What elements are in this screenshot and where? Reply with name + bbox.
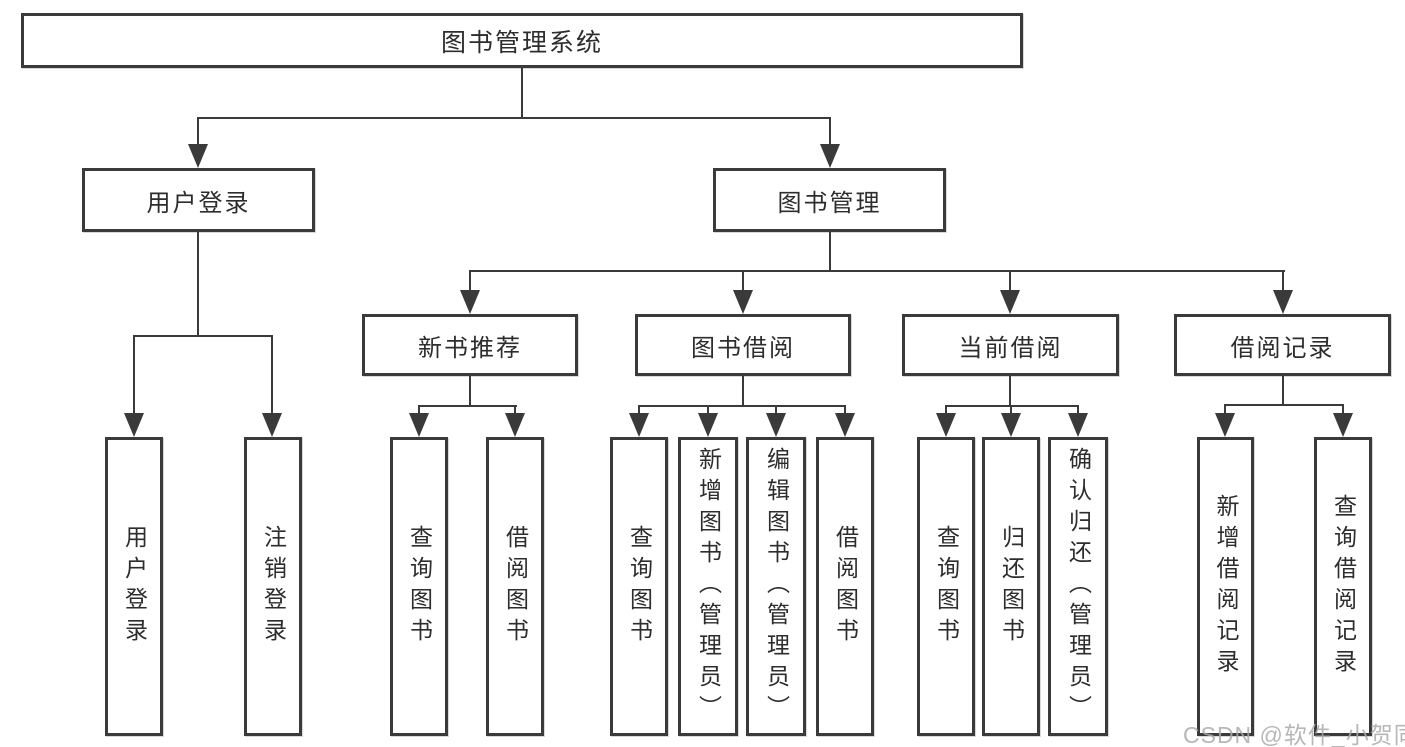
arrow-down-icon bbox=[505, 413, 525, 437]
leaf-records-add-record-label: 新增借阅记录 bbox=[1213, 493, 1239, 680]
leaf-user-login-label: 用户登录 bbox=[121, 524, 148, 649]
connector-line bbox=[1009, 376, 1011, 407]
arrow-down-icon bbox=[698, 413, 718, 437]
connector-line bbox=[1282, 270, 1284, 292]
node-current-borrowing-label: 当前借阅 bbox=[958, 334, 1063, 362]
connector-line bbox=[844, 405, 846, 417]
leaf-current-query-books-label: 查询图书 bbox=[933, 524, 960, 649]
arrow-down-icon bbox=[262, 413, 282, 437]
node-new-book-recommendation-label: 新书推荐 bbox=[418, 334, 522, 362]
node-book-borrowing: 图书借阅 bbox=[635, 314, 851, 376]
connector-line bbox=[1077, 405, 1079, 417]
leaf-logout-label: 注销登录 bbox=[260, 524, 287, 649]
arrow-down-icon bbox=[1273, 290, 1293, 314]
connector-line bbox=[418, 405, 517, 407]
connector-line bbox=[829, 232, 831, 272]
leaf-logout: 注销登录 bbox=[244, 437, 302, 736]
connector-line bbox=[271, 335, 273, 415]
leaf-borrow-edit-books-admin-label: 编辑图书（管理员） bbox=[763, 447, 790, 726]
leaf-borrow-edit-books-admin: 编辑图书（管理员） bbox=[746, 437, 806, 736]
leaf-current-query-books: 查询图书 bbox=[917, 437, 975, 736]
arrow-down-icon bbox=[124, 413, 144, 437]
connector-line bbox=[521, 68, 523, 119]
leaf-current-confirm-return-admin: 确认归还（管理员） bbox=[1048, 437, 1108, 736]
connector-line bbox=[742, 376, 744, 407]
connector-line bbox=[197, 232, 199, 337]
connector-line bbox=[1009, 270, 1011, 292]
arrow-down-icon bbox=[1068, 413, 1088, 437]
leaf-current-return-books-label: 归还图书 bbox=[998, 524, 1025, 649]
arrow-down-icon bbox=[835, 413, 855, 437]
node-borrowing-records-label: 借阅记录 bbox=[1230, 334, 1335, 362]
connector-line bbox=[133, 335, 273, 337]
connector-line bbox=[707, 405, 709, 417]
leaf-records-query-record-label: 查询借阅记录 bbox=[1330, 493, 1357, 680]
node-current-borrowing: 当前借阅 bbox=[902, 314, 1119, 376]
leaf-borrow-query-books-label: 查询图书 bbox=[626, 524, 653, 649]
connector-line bbox=[469, 270, 1285, 272]
connector-line bbox=[775, 405, 777, 417]
node-new-book-recommendation: 新书推荐 bbox=[362, 314, 578, 376]
leaf-records-query-record: 查询借阅记录 bbox=[1314, 437, 1372, 736]
arrow-down-icon bbox=[766, 413, 786, 437]
leaf-newbooks-query-books: 查询图书 bbox=[390, 437, 448, 736]
connector-line bbox=[742, 270, 744, 292]
leaf-newbooks-borrow-books-label: 借阅图书 bbox=[502, 524, 529, 649]
connector-line bbox=[1224, 404, 1226, 417]
arrow-down-icon bbox=[733, 290, 753, 314]
arrow-down-icon bbox=[936, 413, 956, 437]
connector-line bbox=[1342, 404, 1344, 417]
arrow-down-icon bbox=[409, 413, 429, 437]
connector-line bbox=[829, 117, 831, 150]
connector-line bbox=[197, 117, 831, 119]
connector-line bbox=[133, 335, 135, 415]
node-user-login: 用户登录 bbox=[82, 168, 315, 232]
arrow-down-icon bbox=[629, 413, 649, 437]
connector-line bbox=[469, 270, 471, 292]
watermark: CSDN @软件_小贺同学 bbox=[1183, 722, 1405, 747]
node-borrowing-records: 借阅记录 bbox=[1174, 314, 1391, 376]
leaf-current-confirm-return-admin-label: 确认归还（管理员） bbox=[1065, 447, 1092, 726]
leaf-borrow-add-books-admin: 新增图书（管理员） bbox=[678, 437, 738, 736]
leaf-borrow-add-books-admin-label: 新增图书（管理员） bbox=[695, 447, 722, 726]
leaf-current-return-books: 归还图书 bbox=[982, 437, 1040, 736]
node-book-management: 图书管理 bbox=[713, 168, 946, 232]
arrow-down-icon bbox=[1333, 413, 1353, 437]
connector-line bbox=[638, 405, 640, 417]
leaf-records-add-record: 新增借阅记录 bbox=[1197, 437, 1254, 736]
leaf-newbooks-borrow-books: 借阅图书 bbox=[486, 437, 544, 736]
connector-line bbox=[1224, 404, 1344, 406]
node-book-borrowing-label: 图书借阅 bbox=[691, 334, 795, 362]
node-library-system: 图书管理系统 bbox=[21, 13, 1023, 68]
connector-line bbox=[469, 376, 471, 407]
arrow-down-icon bbox=[460, 290, 480, 314]
arrow-down-icon bbox=[1000, 290, 1020, 314]
leaf-user-login: 用户登录 bbox=[105, 437, 163, 736]
connector-line bbox=[418, 405, 420, 417]
arrow-down-icon bbox=[188, 144, 208, 168]
connector-line bbox=[1282, 376, 1284, 406]
arrow-down-icon bbox=[820, 144, 840, 168]
node-user-login-label: 用户登录 bbox=[146, 189, 251, 217]
node-book-management-label: 图书管理 bbox=[777, 189, 882, 217]
leaf-newbooks-query-books-label: 查询图书 bbox=[406, 524, 433, 649]
connector-line bbox=[638, 405, 846, 407]
leaf-borrow-query-books: 查询图书 bbox=[610, 437, 668, 736]
connector-line bbox=[945, 405, 947, 417]
arrow-down-icon bbox=[1001, 413, 1021, 437]
leaf-borrow-borrow-books-label: 借阅图书 bbox=[832, 524, 859, 649]
connector-line bbox=[197, 117, 199, 150]
connector-line bbox=[945, 405, 1079, 407]
connector-line bbox=[514, 405, 516, 417]
leaf-borrow-borrow-books: 借阅图书 bbox=[816, 437, 874, 736]
node-library-system-label: 图书管理系统 bbox=[440, 28, 603, 57]
arrow-down-icon bbox=[1215, 413, 1235, 437]
connector-line bbox=[1010, 405, 1012, 417]
